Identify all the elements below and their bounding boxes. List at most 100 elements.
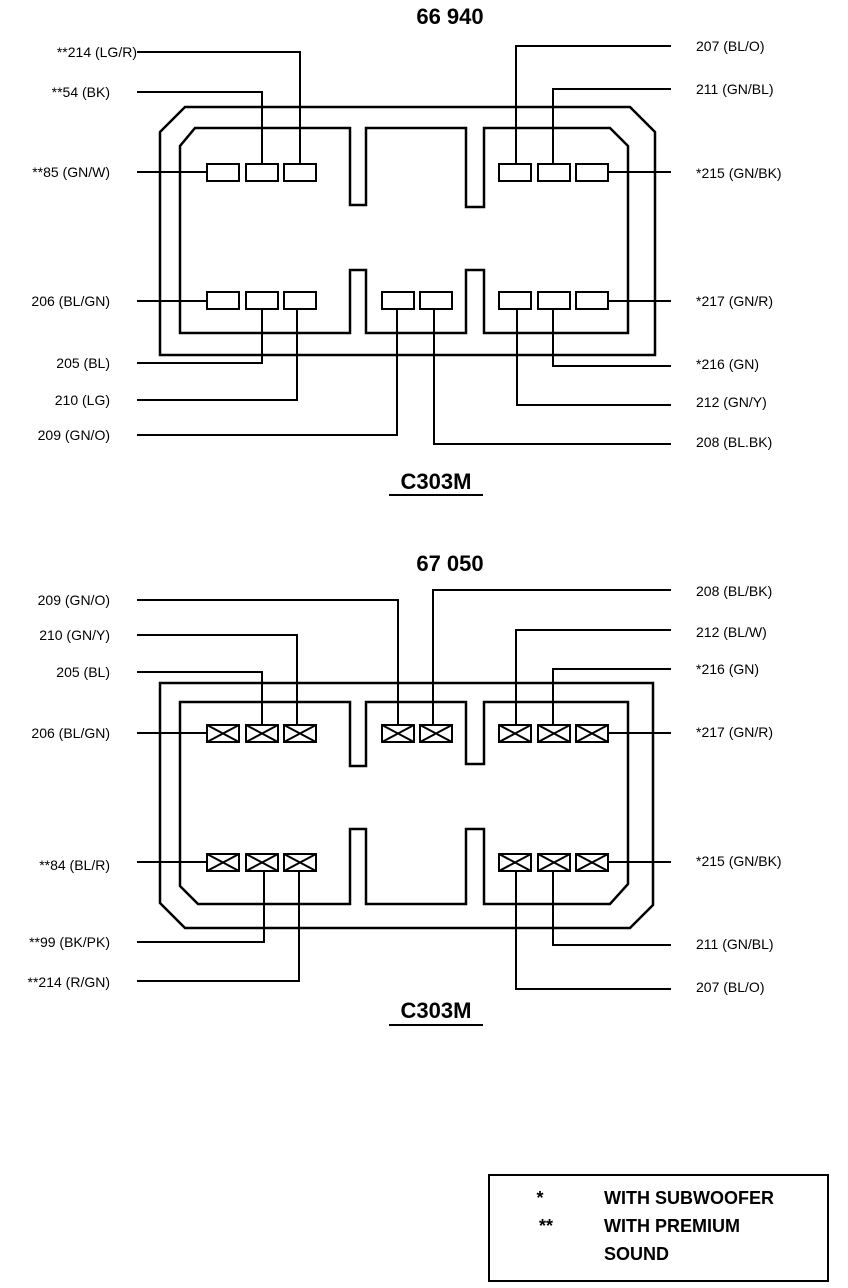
wire: [137, 309, 263, 364]
wire: [137, 309, 398, 436]
connector2-name: C303M: [401, 998, 472, 1023]
pin-cross-mark: [283, 724, 317, 743]
pin-cross-mark: [575, 853, 609, 872]
connector1-outer-housing: [158, 105, 657, 357]
pin-cross-mark: [206, 724, 240, 743]
wire: [552, 309, 671, 367]
pin-cross-mark: [498, 853, 532, 872]
wire-label-99: **99 (BK/PK): [29, 934, 110, 950]
wire-label-216: *216 (GN): [696, 356, 759, 372]
wire-label-205: 205 (BL): [56, 355, 110, 371]
wire-label-214: **214 (LG/R): [57, 44, 137, 60]
wire-label-85: **85 (GN/W): [32, 164, 110, 180]
connector1-pins-top: [206, 163, 609, 182]
pin: [283, 291, 317, 310]
connector1-wires: [137, 45, 671, 445]
connector2-inner-cavity: [178, 700, 630, 906]
wire-label-206: 206 (BL/GN): [31, 725, 110, 741]
connector2-wires: [137, 589, 671, 990]
pin-cross-mark: [245, 724, 279, 743]
pin-cross-mark: [206, 853, 240, 872]
wire: [137, 599, 399, 725]
wire-label-208: 208 (BL.BK): [696, 434, 772, 450]
wire: [137, 51, 301, 164]
connector2-pins-bottom: [206, 853, 609, 872]
wire-label-205: 205 (BL): [56, 664, 110, 680]
connector1-pins-bottom: [206, 291, 609, 310]
pin: [206, 291, 240, 310]
connector2-title: 67 050: [416, 551, 483, 576]
wire-label-216: *216 (GN): [696, 661, 759, 677]
connector1-inner-cavity: [178, 126, 630, 335]
legend-symbol-double: **: [539, 1216, 553, 1236]
wire: [432, 589, 671, 725]
pin: [419, 291, 453, 310]
wire-label-207: 207 (BL/O): [696, 979, 764, 995]
connector-66940: 66 940: [31, 4, 782, 496]
wire-label-215: *215 (GN/BK): [696, 165, 782, 181]
legend-text-subwoofer: WITH SUBWOOFER: [604, 1188, 774, 1208]
connector2-pins-top: [206, 724, 609, 743]
wire-label-217: *217 (GN/R): [696, 724, 773, 740]
wire-label-206: 206 (BL/GN): [31, 293, 110, 309]
wire-label-217: *217 (GN/R): [696, 293, 773, 309]
pin: [245, 163, 279, 182]
pin: [381, 291, 415, 310]
wire-label-207: 207 (BL/O): [696, 38, 764, 54]
wire: [137, 871, 265, 943]
wire: [137, 871, 300, 982]
wire-label-214: **214 (R/GN): [28, 974, 110, 990]
pin-cross-mark: [245, 853, 279, 872]
wire: [516, 309, 671, 406]
wire-label-210: 210 (LG): [55, 392, 110, 408]
wire: [552, 88, 671, 164]
wire-label-84: **84 (BL/R): [39, 857, 110, 873]
legend-symbol-single: *: [536, 1188, 543, 1208]
wire-label-209: 209 (GN/O): [38, 592, 110, 608]
pin-cross-mark: [419, 724, 453, 743]
pin-cross-mark: [381, 724, 415, 743]
pin: [575, 291, 609, 310]
wire: [137, 634, 298, 725]
pin-cross-mark: [498, 724, 532, 743]
wire: [433, 309, 671, 445]
wire-label-210: 210 (GN/Y): [39, 627, 110, 643]
pin: [245, 291, 279, 310]
wire-label-54: **54 (BK): [52, 84, 110, 100]
wire: [137, 91, 263, 164]
wire-label-211: 211 (GN/BL): [696, 936, 774, 952]
wire-label-212: 212 (BL/W): [696, 624, 767, 640]
wire: [515, 871, 671, 990]
pin: [498, 163, 532, 182]
pin-cross-mark: [575, 724, 609, 743]
legend-text-premium: WITH PREMIUM: [604, 1216, 740, 1236]
wire: [552, 668, 671, 725]
wire-label-208: 208 (BL/BK): [696, 583, 772, 599]
wire-label-215: *215 (GN/BK): [696, 853, 782, 869]
wire-label-212: 212 (GN/Y): [696, 394, 767, 410]
wire-label-211: 211 (GN/BL): [696, 81, 774, 97]
wire: [137, 671, 263, 725]
pin: [575, 163, 609, 182]
legend-text-sound: SOUND: [604, 1244, 669, 1264]
connector1-name: C303M: [401, 469, 472, 494]
pin-cross-mark: [283, 853, 317, 872]
pin: [537, 163, 571, 182]
pin: [537, 291, 571, 310]
pin: [283, 163, 317, 182]
wire-label-209: 209 (GN/O): [38, 427, 110, 443]
legend-border: [488, 1174, 829, 1282]
legend-box: * WITH SUBWOOFER ** WITH PREMIUM SOUND: [488, 1174, 829, 1282]
connector-67050: 67 050 209 (GN/O) 210 (GN/Y) 205 (BL): [28, 551, 782, 1026]
pin-cross-mark: [537, 724, 571, 743]
wire: [137, 309, 298, 401]
pin-cross-mark: [537, 853, 571, 872]
pin: [498, 291, 532, 310]
connector2-outer-housing: [158, 681, 655, 930]
wire: [515, 629, 671, 725]
wire: [552, 871, 671, 946]
wire: [515, 45, 671, 164]
connector1-title: 66 940: [416, 4, 483, 29]
pin: [206, 163, 240, 182]
